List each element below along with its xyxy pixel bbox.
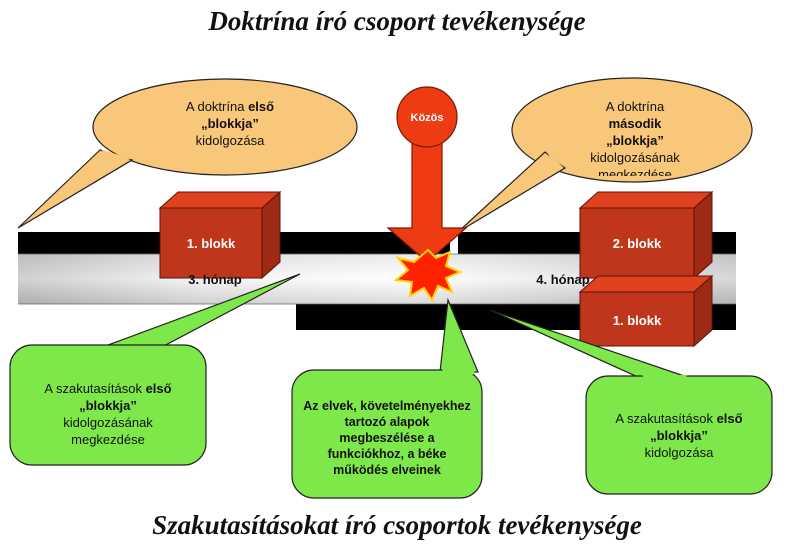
doctrine-second-text: A doktrína második „blokkja” kidolgozásá… <box>590 99 680 176</box>
common-arrow <box>386 139 468 263</box>
block-2-top <box>578 190 714 280</box>
common-principles-text: Az elvek, követelményekhez tartozó alapo… <box>303 399 471 477</box>
speech-bubble-doctrine-first <box>17 78 358 229</box>
month-label-4: 4. hónap <box>536 272 590 287</box>
block-1-top <box>158 190 282 280</box>
common-circle <box>396 86 458 148</box>
block-1-bottom <box>578 274 714 348</box>
block-label-1-top: 1. blokk <box>187 236 236 251</box>
common-label: Közös <box>411 112 444 124</box>
doctrine-group-title: Doktrína író csoport tevékenysége <box>208 6 586 36</box>
instructions-first-text: A szakutasítások első „blokkja” kidolgoz… <box>615 411 743 460</box>
speech-bubble-doctrine-second <box>457 77 753 233</box>
speech-bubble-common-principles <box>291 297 483 499</box>
instructions-group-title: Szakutasításokat író csoportok tevékenys… <box>152 510 642 540</box>
block-label-1-bottom: 1. blokk <box>613 313 662 328</box>
speech-bubble-instructions-start <box>9 273 301 466</box>
doctrine-first-text: A doktrína első „blokkja” kidolgozása <box>185 99 275 148</box>
month-label-3: 3. hónap <box>188 272 242 287</box>
speech-bubble-instructions-first <box>489 309 773 495</box>
instructions-start-text: A szakutasítások első „blokkja” kidolgoz… <box>44 381 172 447</box>
explosion-icon <box>393 248 463 303</box>
block-label-2-top: 2. blokk <box>613 236 662 251</box>
